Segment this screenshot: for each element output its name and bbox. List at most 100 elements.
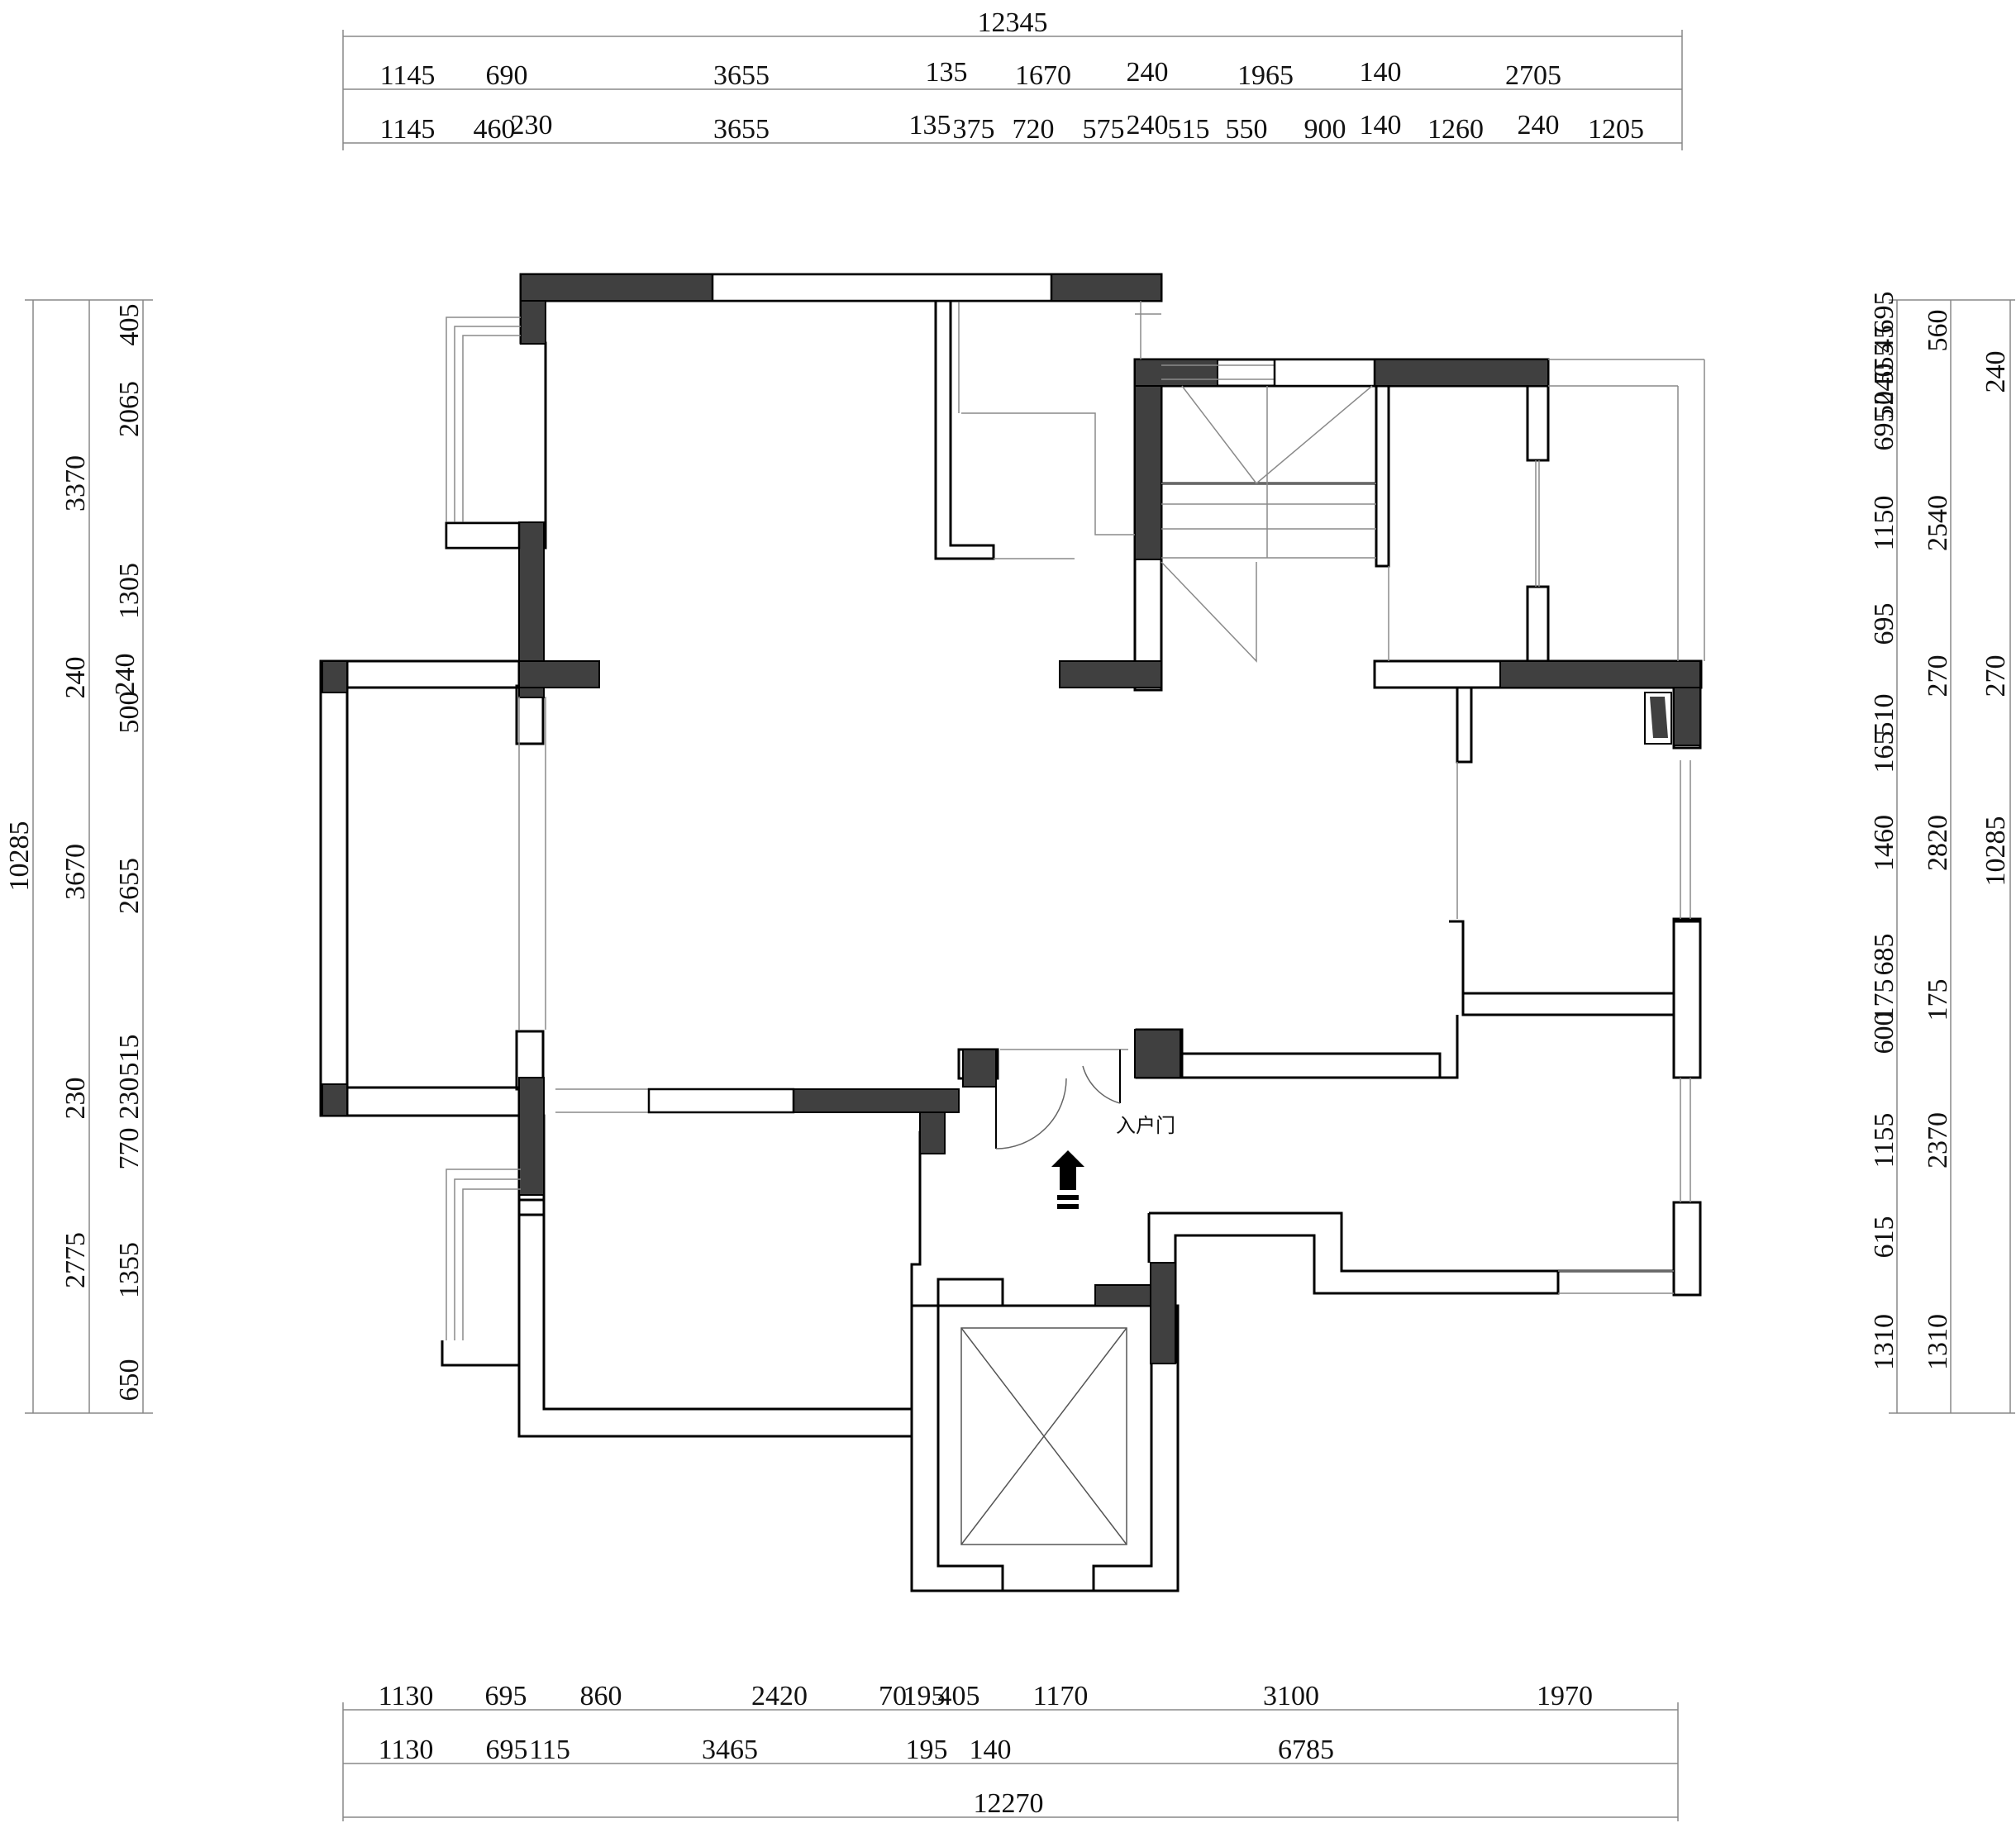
- dim-label: 230: [60, 1078, 91, 1120]
- dim-label: 165: [1869, 731, 1899, 773]
- dim-label: 560: [1923, 310, 1953, 352]
- dim-label: 2775: [60, 1232, 91, 1288]
- dim-label: 115: [529, 1735, 570, 1765]
- dim-label: 695: [1869, 409, 1899, 451]
- dim-label: 720: [1013, 114, 1055, 145]
- dim-label: 240: [1980, 351, 2011, 393]
- dim-label: 1170: [1033, 1681, 1089, 1711]
- dim-label: 135: [909, 110, 951, 140]
- dim-label: 1150: [1869, 496, 1899, 551]
- top-row1-dimensions: 1145 690 3655 135 1670 240 1965 140 2705: [380, 57, 1561, 91]
- dim-label: 770: [114, 1128, 145, 1170]
- dim-label: 1670: [1015, 60, 1071, 91]
- bottom-overall-dimension: 12270: [974, 1788, 1044, 1819]
- dim-label: 270: [1923, 655, 1953, 697]
- right-row2-dimensions: 560 2540 270 2820 175 2370 1310: [1923, 310, 1953, 1371]
- dim-label: 515: [114, 1035, 145, 1077]
- dim-label: 1145: [380, 60, 436, 91]
- dim-label: 690: [486, 60, 528, 91]
- dim-label: 550: [1226, 114, 1268, 145]
- dim-label: 140: [1360, 110, 1402, 140]
- bottom-row2-dimensions: 1130 695 115 3465 195 140 6785: [379, 1735, 1334, 1765]
- dim-label: 1145: [380, 114, 436, 145]
- dim-label: 615: [1869, 1216, 1899, 1259]
- dim-label: 2655: [114, 858, 145, 914]
- top-row2-dimensions: 1145 460 230 3655 135 375 720 575 240 51…: [380, 110, 1644, 145]
- elevator-shaft-icon: [960, 1327, 1127, 1545]
- dim-label: 1310: [1923, 1314, 1953, 1370]
- left-overall-dimension: 10285: [4, 821, 35, 892]
- right-row1-dimensions: 695 45 555 240 50 695 1150 695 510 165 1…: [1869, 292, 1899, 1371]
- dim-label: 860: [580, 1681, 622, 1711]
- dim-label: 375: [953, 114, 995, 145]
- entry-door: [995, 1050, 1121, 1149]
- dim-label: 695: [1869, 292, 1899, 334]
- dim-label: 500: [114, 692, 145, 734]
- dim-label: 1260: [1427, 114, 1484, 145]
- dim-label: 695: [485, 1681, 527, 1711]
- dim-label: 1355: [114, 1242, 145, 1298]
- dim-label: 135: [926, 57, 968, 88]
- staircase: [1161, 385, 1376, 663]
- dim-label: 45: [1869, 325, 1899, 353]
- dim-label: 50: [1869, 391, 1899, 419]
- dim-label: 460: [474, 114, 516, 145]
- dim-label: 175: [1869, 979, 1899, 1021]
- dim-label: 2065: [114, 381, 145, 437]
- dim-label: 240: [1518, 110, 1560, 140]
- entrance-label: 入户门: [1116, 1114, 1175, 1137]
- dim-label: 3465: [702, 1735, 758, 1765]
- left-row1-dimensions: 3370 240 3670 230 2775: [60, 455, 91, 1288]
- dim-label: 195: [906, 1735, 948, 1765]
- dim-label: 695: [486, 1735, 528, 1765]
- dim-label: 3100: [1263, 1681, 1319, 1711]
- left-dimension-lines: [25, 299, 153, 1414]
- dim-label: 2540: [1923, 495, 1953, 551]
- dim-label: 1305: [114, 563, 145, 619]
- right-overall-dimensions: 240 270 10285: [1980, 351, 2011, 887]
- entry-arrow-icon: [1051, 1150, 1084, 1209]
- dim-label: 195: [903, 1681, 946, 1711]
- dim-label: 140: [970, 1735, 1012, 1765]
- dim-label: 70: [879, 1681, 907, 1711]
- dim-label: 230: [511, 110, 553, 140]
- dim-label: 405: [938, 1681, 980, 1711]
- bottom-dimension-lines: [342, 1702, 1679, 1821]
- dim-label: 1460: [1869, 815, 1899, 871]
- dim-label: 900: [1304, 114, 1346, 145]
- dim-label: 2820: [1923, 815, 1953, 871]
- dim-label: 685: [1869, 934, 1899, 976]
- dim-label: 3670: [60, 844, 91, 900]
- dim-label: 405: [114, 304, 145, 346]
- dim-label: 1205: [1588, 114, 1644, 145]
- dim-label: 515: [1168, 114, 1210, 145]
- dim-label: 6785: [1278, 1735, 1334, 1765]
- dim-label: 240: [110, 654, 141, 696]
- right-dimension-lines: [1889, 299, 2015, 1414]
- dim-label: 510: [1869, 694, 1899, 736]
- dim-label: 3370: [60, 455, 91, 512]
- dim-label: 240: [1127, 110, 1169, 140]
- dim-label: 230: [114, 1078, 145, 1120]
- dim-label: 1130: [379, 1735, 434, 1765]
- dim-label: 650: [114, 1359, 145, 1402]
- dim-label: 600: [1869, 1012, 1899, 1054]
- window-lines: [446, 301, 1705, 1340]
- dim-label: 140: [1360, 57, 1402, 88]
- dim-label: 270: [1980, 655, 2011, 697]
- window-panels: [445, 273, 1376, 1114]
- dim-label: 10285: [1980, 816, 2011, 887]
- top-overall-dimension: 12345: [978, 7, 1048, 38]
- dim-label: 3655: [713, 114, 770, 145]
- dim-label: 1965: [1237, 60, 1294, 91]
- dim-label: 175: [1923, 979, 1953, 1021]
- dim-label: 1155: [1869, 1113, 1899, 1169]
- dim-label: 2705: [1505, 60, 1561, 91]
- dim-label: 1970: [1537, 1681, 1593, 1711]
- dim-label: 240: [1127, 57, 1169, 88]
- dim-label: 2370: [1923, 1112, 1953, 1169]
- dim-label: 575: [1083, 114, 1125, 145]
- dim-label: 240: [60, 657, 91, 699]
- dim-label: 555: [1869, 343, 1899, 385]
